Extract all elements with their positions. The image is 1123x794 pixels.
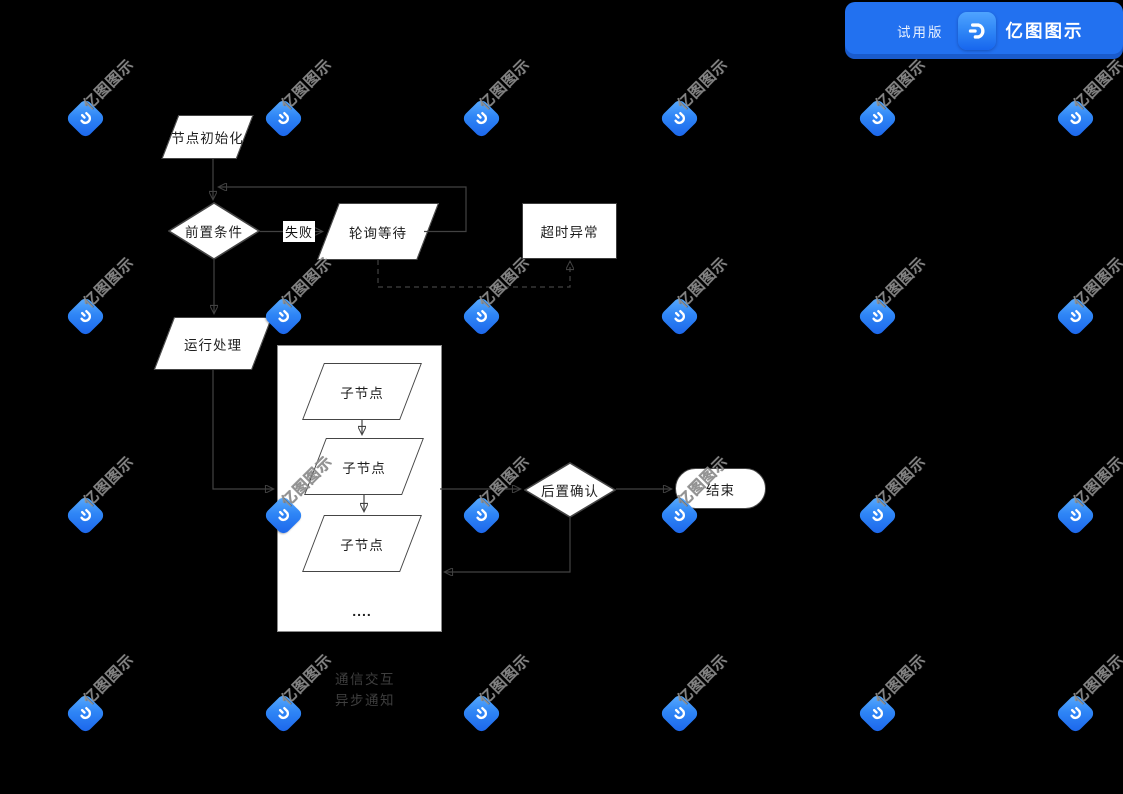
flow-node-sub1[interactable]: 子节点 (301, 363, 423, 420)
legend-line-communication: 通信交互 (335, 672, 395, 687)
node-label: 后置确认 (541, 484, 599, 499)
connector-run-to-container[interactable] (212, 370, 273, 489)
node-label: 超时异常 (540, 225, 599, 240)
connector-postconfirm-loop-to-container[interactable] (445, 518, 571, 572)
node-label: 节点初始化 (171, 131, 244, 146)
flow-node-sub3[interactable]: 子节点 (301, 515, 423, 572)
diamond-shape (524, 462, 616, 518)
connector-label-fail[interactable]: 失败 (283, 221, 315, 242)
edraw-logo-icon (957, 11, 996, 50)
node-label: 结束 (706, 482, 735, 498)
brand-name: 亿图图示 (1005, 21, 1084, 41)
flow-node-sub2[interactable]: 子节点 (303, 438, 425, 495)
connector-pollwait-to-timeout-async[interactable] (377, 260, 570, 288)
diamond-shape (168, 202, 260, 260)
flow-node-run[interactable]: 运行处理 (153, 317, 273, 370)
rect-shape (522, 203, 617, 259)
node-label: 前置条件 (185, 225, 243, 240)
flow-node-init[interactable]: 节点初始化 (161, 115, 254, 159)
legend-line-async: 异步通知 (335, 693, 395, 708)
trial-banner: 试用版 亿图图示 (845, 2, 1123, 59)
connector-pollwait-loop-back[interactable] (219, 187, 467, 233)
ellipsis-text: .... (352, 603, 372, 619)
node-label: 子节点 (340, 537, 384, 553)
diagram-legend: 通信交互 异步通知 (335, 669, 395, 711)
flow-node-precondition[interactable]: 前置条件 (168, 202, 260, 260)
node-label: 运行处理 (184, 337, 242, 353)
flow-node-timeout[interactable]: 超时异常 (522, 203, 617, 259)
trial-label: 试用版 (897, 24, 944, 40)
node-label: 子节点 (340, 385, 384, 401)
node-label: 子节点 (342, 460, 386, 476)
flow-node-post-confirm[interactable]: 后置确认 (524, 462, 616, 518)
node-label: 轮询等待 (349, 225, 407, 241)
flow-node-poll-wait[interactable]: 轮询等待 (316, 203, 440, 260)
